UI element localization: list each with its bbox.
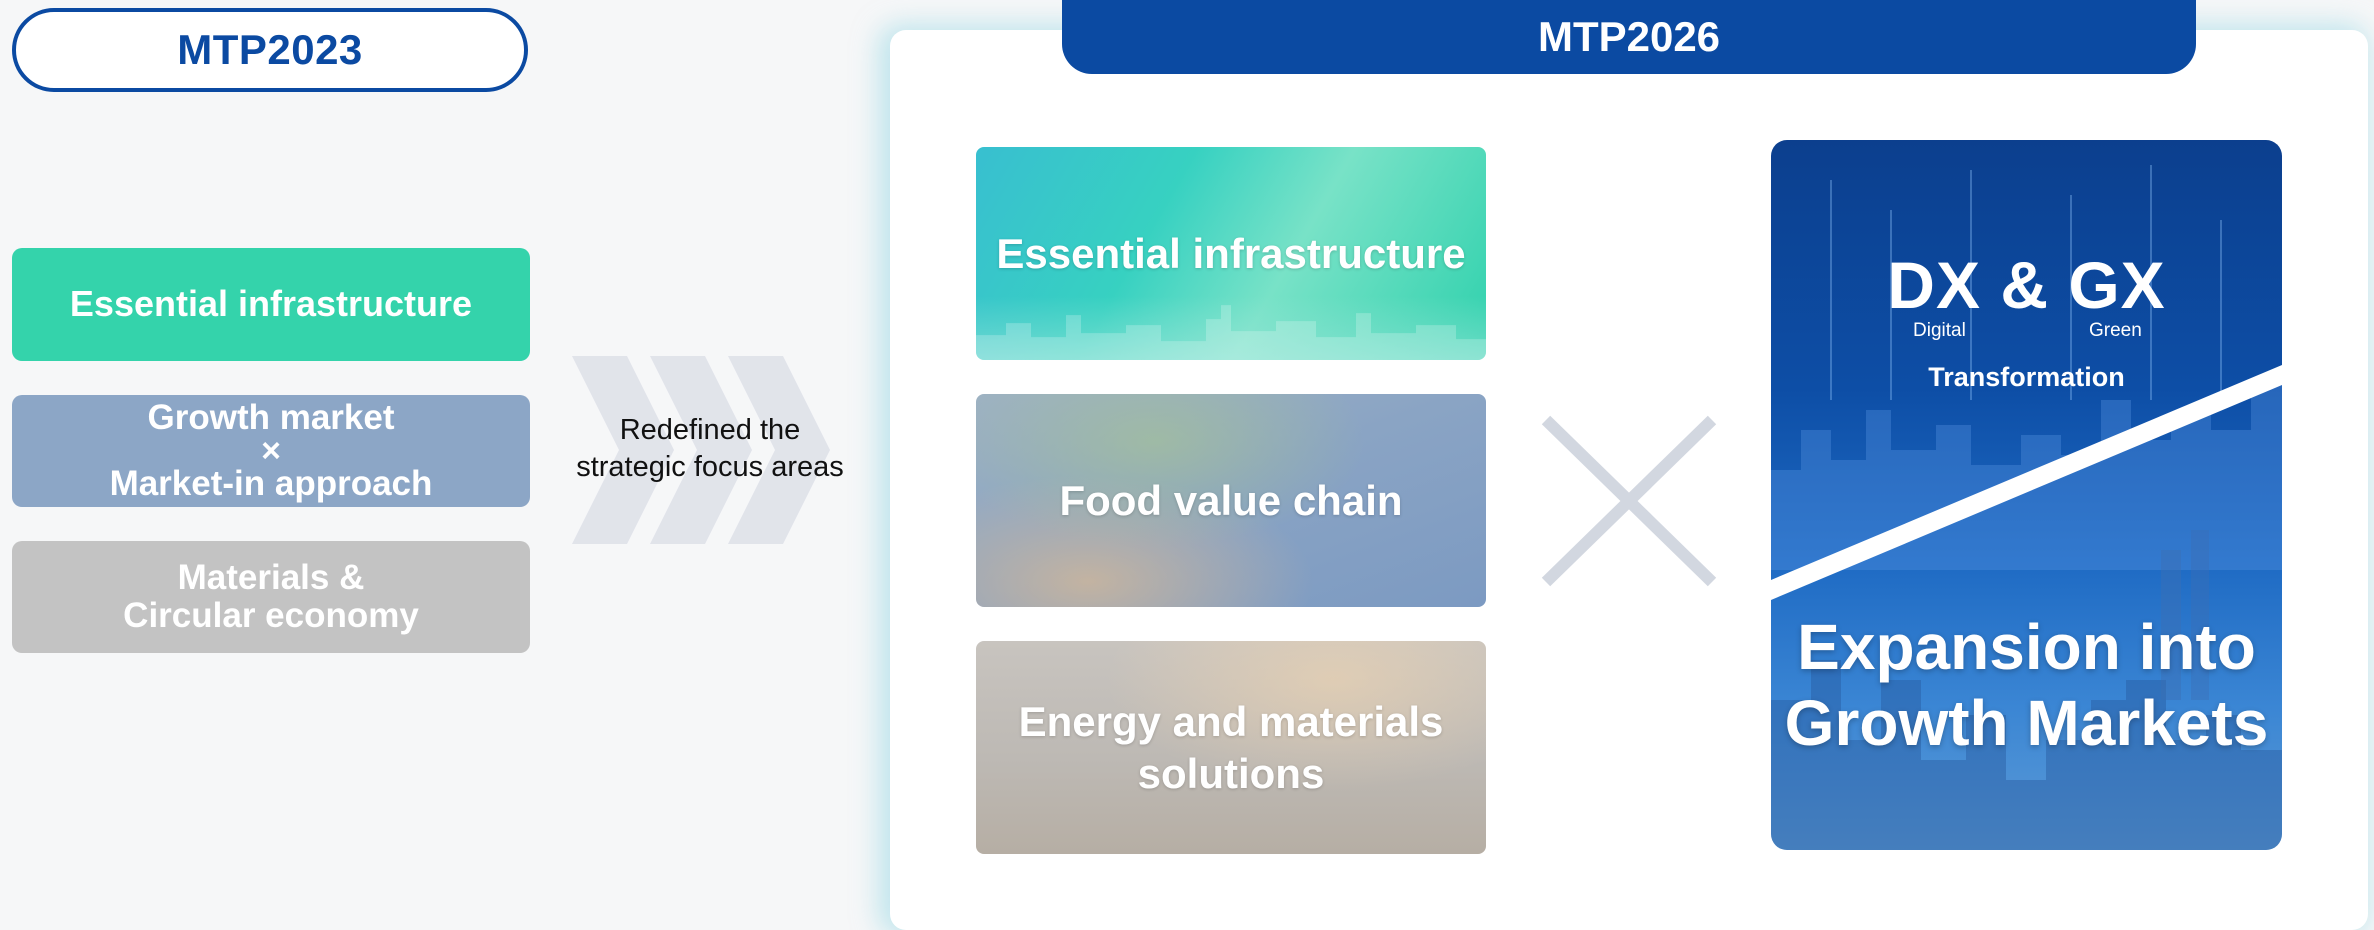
city-background-image <box>1771 165 2282 850</box>
caption-line2: strategic focus areas <box>576 451 844 484</box>
transformation-label: Transformation <box>1928 362 2125 392</box>
area-label: Essential infrastructure <box>69 283 473 325</box>
redefined-caption: Redefined the strategic focus areas <box>555 412 865 486</box>
expansion-line1: Expansion into <box>1797 611 2256 683</box>
focus-label-line2: solutions <box>1137 749 1325 797</box>
mtp2023-area-materials-circular: Materials & Circular economy <box>12 541 530 653</box>
triple-chevron-right-icon <box>572 356 830 544</box>
focus-label: Essential infrastructure <box>996 229 1466 277</box>
area-label-line2: Market-in approach <box>109 464 433 504</box>
area-label-line2: Circular economy <box>123 596 419 635</box>
times-symbol: × <box>261 431 281 470</box>
mtp2023-title: MTP2023 <box>12 8 528 92</box>
mtp2023-area-growth-market: Growth market × Market-in approach <box>12 395 530 507</box>
mtp2026-title: MTP2026 <box>1062 0 2196 74</box>
mtp2026-area-food-value-chain: Food value chain <box>976 394 1486 607</box>
mtp2026-area-essential-infrastructure: Essential infrastructure <box>976 147 1486 360</box>
focus-label: Food value chain <box>1059 476 1403 524</box>
mtp2026-area-energy-materials: Energy and materials solutions <box>976 641 1486 854</box>
caption-line1: Redefined the <box>619 414 801 446</box>
expansion-growth-markets: Expansion into Growth Markets <box>1771 610 2282 761</box>
digital-label: Digital <box>1913 320 1966 341</box>
focus-label-line1: Energy and materials <box>1018 698 1444 746</box>
dx-gx-title: DX & GX <box>1887 248 2166 322</box>
multiply-x-icon <box>1541 415 1717 587</box>
green-label: Green <box>2089 320 2142 341</box>
area-label-line1: Materials & <box>177 558 365 598</box>
dx-gx-card: DX & GX Digital Green Transformation Exp… <box>1771 140 2282 850</box>
area-label-line1: Growth market <box>147 397 395 437</box>
expansion-line2: Growth Markets <box>1784 686 2269 759</box>
mtp2023-area-essential-infrastructure: Essential infrastructure <box>12 248 530 361</box>
skyline-image <box>976 304 1486 360</box>
